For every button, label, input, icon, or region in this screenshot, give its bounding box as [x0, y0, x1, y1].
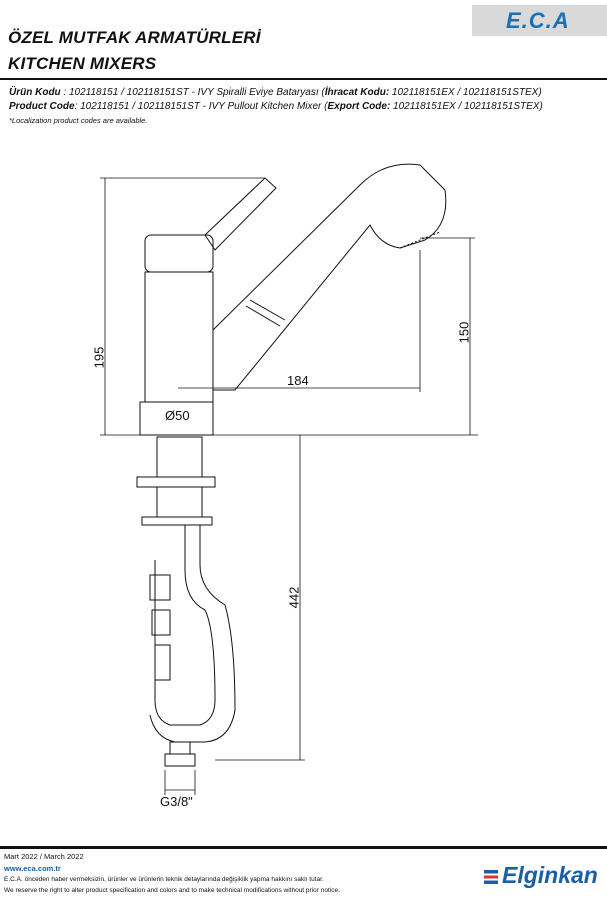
dimension-lines	[100, 177, 478, 795]
dim-diameter-label: Ø50	[165, 408, 190, 423]
product-code-tr: Ürün Kodu : 102118151 / 102118151ST - IV…	[9, 87, 542, 98]
dim-thread-label: G3/8"	[160, 794, 193, 809]
elginkan-mark-icon	[484, 870, 498, 884]
dim-reach-label: 184	[287, 373, 309, 388]
footer-divider	[0, 846, 607, 849]
footer-date: Mart 2022 / March 2022	[4, 852, 84, 861]
title-en: KITCHEN MIXERS	[8, 54, 157, 73]
title-tr: ÖZEL MUTFAK ARMATÜRLERİ	[8, 28, 261, 47]
dim-hose-label: 442	[286, 586, 302, 609]
product-code-en: Product Code: 102118151 / 102118151ST - …	[9, 101, 543, 112]
elginkan-logo: Elginkan	[484, 862, 598, 889]
footer-disclaimer-en: We reserve the right to alter product sp…	[4, 887, 340, 894]
eca-logo: E.C.A	[472, 5, 607, 36]
header-divider	[0, 78, 607, 80]
footer-website[interactable]: www.eca.com.tr	[4, 864, 61, 873]
dim-height-label: 195	[91, 346, 107, 369]
faucet-outline	[136, 163, 447, 767]
dim-spray-label: 150	[456, 321, 472, 344]
footer-disclaimer-tr: E.C.A. önceden haber vermeksizin, ürünle…	[4, 876, 324, 883]
localization-note: *Localization product codes are availabl…	[9, 116, 148, 125]
